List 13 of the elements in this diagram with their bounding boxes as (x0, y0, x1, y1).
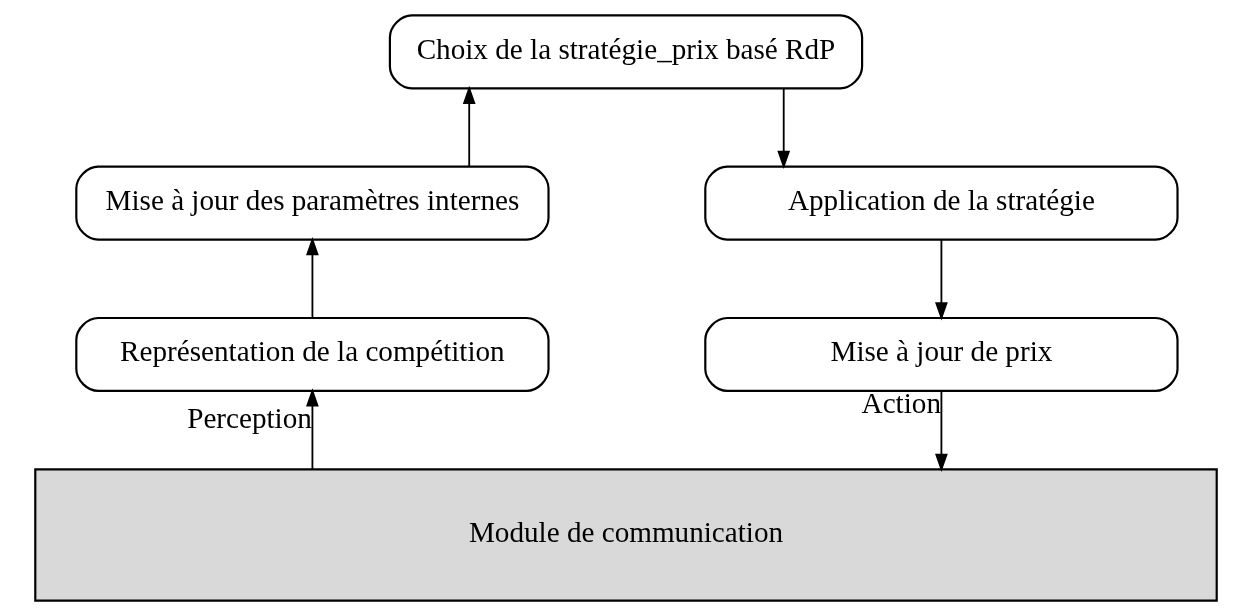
node-box: Mise à jour de prix (704, 316, 1179, 393)
arrow (306, 237, 319, 319)
node-box: Application de la stratégie (704, 165, 1179, 241)
arrow (777, 87, 791, 170)
node-box: Représentation de la compétition (75, 316, 550, 393)
arrow (306, 388, 319, 471)
arrow (462, 85, 476, 168)
node-box: Mise à jour des paramètres internes (75, 165, 550, 241)
node-box: Module de communication (34, 468, 1218, 602)
arrow (935, 238, 948, 321)
node-box: Choix de la stratégie_prix basé RdP (388, 14, 864, 90)
edge-label: Perception (187, 401, 312, 434)
arrow (935, 390, 948, 473)
